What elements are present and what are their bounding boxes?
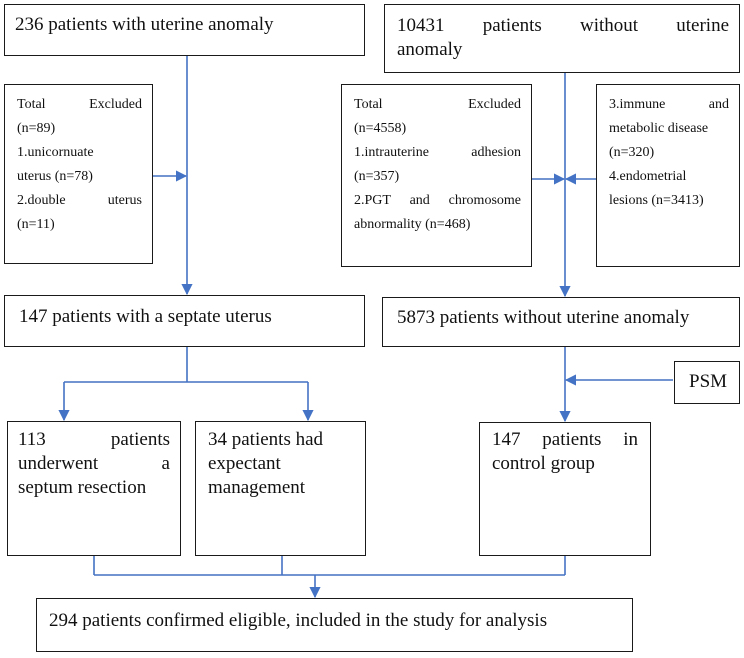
without-anomaly-box: 5873 patients without uterine anomaly bbox=[382, 297, 740, 347]
excluded-right-item3-b: metabolic disease bbox=[609, 121, 709, 136]
expectant-box: 34 patients had expectant management bbox=[195, 421, 366, 556]
excluded-left-item2: 2.double uterus bbox=[17, 193, 142, 208]
excluded-mid-item1-n: (n=357) bbox=[354, 169, 400, 184]
excluded-left-item1: 1.unicornuate bbox=[17, 145, 94, 160]
septate-box: 147 patients with a septate uterus bbox=[4, 295, 365, 347]
resection-line3: septum resection bbox=[18, 477, 147, 498]
excluded-mid-item1: 1.intrauterine adhesion bbox=[354, 145, 521, 160]
no-anomaly-title-line2: anomaly bbox=[397, 39, 463, 60]
final-box: 294 patients confirmed eligible, include… bbox=[36, 598, 633, 652]
excluded-left-box: Total Excluded (n=89) 1.unicornuate uter… bbox=[4, 84, 153, 264]
control-line1: 147 patients in bbox=[492, 429, 638, 450]
anomaly-box: 236 patients with uterine anomaly bbox=[4, 4, 365, 56]
without-anomaly-title: 5873 patients without uterine anomaly bbox=[397, 307, 690, 328]
expectant-line3: management bbox=[208, 477, 306, 498]
excluded-right-item4-b: lesions (n=3413) bbox=[609, 193, 704, 208]
control-line2: control group bbox=[492, 453, 595, 474]
no-anomaly-box: 10431 patients without uterine anomaly bbox=[384, 4, 740, 73]
excluded-left-total: Total Excluded bbox=[17, 97, 142, 112]
excluded-right-box: 3.immune and metabolic disease (n=320) 4… bbox=[596, 84, 740, 267]
psm-label: PSM bbox=[689, 371, 728, 392]
anomaly-title: 236 patients with uterine anomaly bbox=[15, 14, 274, 35]
excluded-left-total-n: (n=89) bbox=[17, 121, 56, 136]
excluded-right-item3: 3.immune and bbox=[609, 97, 729, 112]
resection-box: 113 patients underwent a septum resectio… bbox=[7, 421, 181, 556]
excluded-left-item1-b: uterus (n=78) bbox=[17, 169, 93, 184]
excluded-left-item2-n: (n=11) bbox=[17, 217, 55, 232]
septate-title: 147 patients with a septate uterus bbox=[19, 306, 272, 327]
excluded-mid-total: Total Excluded bbox=[354, 97, 521, 112]
resection-line1: 113 patients bbox=[18, 429, 170, 450]
resection-line2: underwent a bbox=[18, 453, 170, 474]
excluded-mid-box: Total Excluded (n=4558) 1.intrauterine a… bbox=[341, 84, 532, 267]
expectant-line1: 34 patients had bbox=[208, 429, 324, 450]
excluded-mid-item2: 2.PGT and chromosome bbox=[354, 193, 521, 208]
expectant-line2: expectant bbox=[208, 453, 281, 474]
psm-box: PSM bbox=[674, 361, 740, 404]
control-box: 147 patients in control group bbox=[479, 422, 651, 556]
final-title: 294 patients confirmed eligible, include… bbox=[49, 610, 548, 631]
excluded-mid-total-n: (n=4558) bbox=[354, 121, 407, 136]
no-anomaly-title-line1: 10431 patients without uterine bbox=[397, 15, 729, 36]
excluded-right-item4: 4.endometrial bbox=[609, 169, 687, 184]
excluded-mid-item2-b: abnormality (n=468) bbox=[354, 217, 471, 232]
excluded-right-item3-n: (n=320) bbox=[609, 145, 655, 160]
